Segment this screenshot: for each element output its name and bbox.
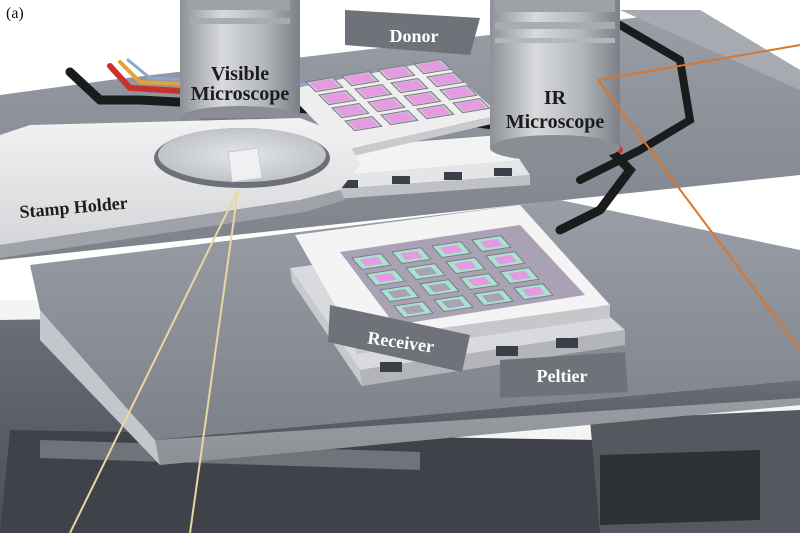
receiver-chip-core [399, 250, 424, 261]
donor-chip-core [372, 99, 401, 111]
ir-microscope [490, 0, 620, 161]
donor-chip-core [418, 61, 447, 73]
ir-callout-line [597, 44, 800, 351]
panel-label: (a) [6, 5, 24, 22]
receiver-chip-core [359, 256, 384, 267]
receiver-chip-core [413, 266, 438, 277]
donor-chip-core [421, 106, 450, 118]
donor-peltier-feet [340, 168, 512, 188]
label-peltier-tag: Peltier [500, 352, 628, 398]
donor-chip-core [382, 67, 411, 79]
receiver-chip-core [467, 276, 492, 287]
receiver-chip-core [401, 304, 426, 315]
receiver-chip-core [387, 288, 412, 299]
label-donor-tag: Donor [345, 10, 480, 55]
donor-chip-core [336, 105, 365, 117]
donor-assembly [285, 58, 530, 200]
label-peltier: Peltier [537, 366, 588, 386]
receiver-chip-core [453, 260, 478, 271]
leader-lines [69, 189, 239, 533]
donor-chip-core [457, 100, 486, 112]
donor-chip-core [359, 86, 388, 98]
donor-chip-core [310, 79, 339, 91]
donor-chip-core [346, 73, 375, 85]
donor-chip-core [395, 80, 424, 92]
receiver-chip-core [439, 244, 464, 255]
label-ir-microscope-line2: Microscope [506, 111, 605, 133]
donor-chip-array [304, 58, 491, 132]
receiver-chip-core [521, 286, 546, 297]
receiver-chip-array [351, 235, 554, 319]
label-visible-microscope-line2: Microscope [191, 83, 290, 105]
label-ir-microscope-line1: IR [544, 87, 567, 109]
receiver-chip-core [507, 270, 532, 281]
stamp-holder [0, 118, 360, 258]
receiver-chip-core [427, 282, 452, 293]
receiver-chip-core [373, 272, 398, 283]
donor-chip-core [323, 92, 352, 104]
donor-chip-core [408, 93, 437, 105]
receiver-chip-core [441, 298, 466, 309]
donor-chip-core [385, 112, 414, 124]
label-receiver-tag: Receiver [328, 305, 470, 372]
receiver-chip-core [479, 238, 504, 249]
donor-chip-core [349, 118, 378, 130]
label-visible-microscope-line1: Visible [211, 63, 269, 85]
label-donor: Donor [390, 26, 439, 46]
receiver-chip-core [481, 292, 506, 303]
donor-chip-core [431, 74, 460, 86]
donor-chip-core [444, 87, 473, 99]
visible-microscope [180, 0, 300, 141]
receiver-chip-core [493, 254, 518, 265]
